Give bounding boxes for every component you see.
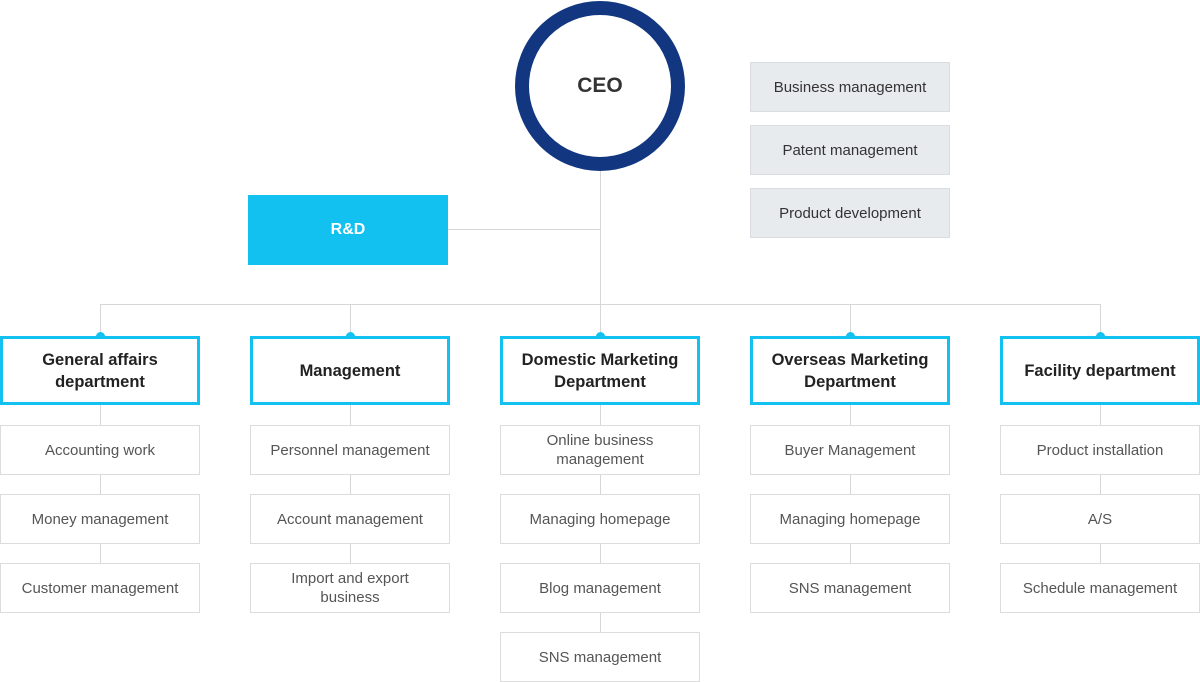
task-label: Customer management [21,579,179,597]
task-item: Money management [0,494,200,544]
ceo-node: CEO [515,1,685,171]
department-name: Domestic Marketing Department [521,350,679,391]
department-domestic-marketing: Domestic Marketing Department [500,336,700,405]
side-function-business: Business management [750,62,950,112]
side-function-label: Business management [773,78,927,96]
department-name: Management [299,361,401,380]
ceo-trunk-line [600,170,601,336]
task-column-line [850,405,851,563]
ceo-label: CEO [577,74,623,97]
task-item: Account management [250,494,450,544]
task-item: Product installation [1000,425,1200,475]
task-item: SNS management [500,632,700,682]
task-label: Product installation [1036,441,1164,459]
task-label: Managing homepage [529,510,671,528]
department-management: Management [250,336,450,405]
dept-drop-line [1100,304,1101,336]
task-item: A/S [1000,494,1200,544]
side-function-label: Product development [779,204,921,222]
task-label: Managing homepage [779,510,921,528]
task-label: Personnel management [270,441,430,459]
task-item: Buyer Management [750,425,950,475]
task-item: Schedule management [1000,563,1200,613]
task-label: Accounting work [44,441,156,459]
task-label: Money management [31,510,169,528]
task-item: SNS management [750,563,950,613]
department-name: Facility department [1024,361,1176,380]
task-label: Schedule management [1022,579,1178,597]
task-column-line [1100,405,1101,563]
side-function-label: Patent management [782,141,918,159]
rd-label: R&D [330,221,366,238]
dept-drop-line [850,304,851,336]
task-item: Managing homepage [750,494,950,544]
dept-drop-line [100,304,101,336]
task-label: A/S [1087,510,1113,528]
task-label: SNS management [788,579,912,597]
task-item: Managing homepage [500,494,700,544]
task-item: Blog management [500,563,700,613]
dept-drop-line [600,304,601,336]
rd-node: R&D [248,195,448,265]
side-function-patent: Patent management [750,125,950,175]
task-label: Import and export business [291,570,409,606]
task-label: SNS management [538,648,662,666]
task-item: Import and export business [250,563,450,613]
task-label: Buyer Management [784,441,916,459]
task-column-line [350,405,351,563]
task-item: Online business management [500,425,700,475]
department-name: General affairs department [42,350,158,391]
dept-drop-line [350,304,351,336]
department-general-affairs: General affairs department [0,336,200,405]
task-label: Blog management [539,579,661,597]
task-label: Account management [277,510,423,528]
side-function-product: Product development [750,188,950,238]
task-label: Online business management [546,432,654,468]
task-item: Customer management [0,563,200,613]
department-facility: Facility department [1000,336,1200,405]
department-overseas-marketing: Overseas Marketing Department [750,336,950,405]
department-name: Overseas Marketing Department [771,350,929,391]
task-item: Personnel management [250,425,450,475]
rd-branch-line [448,229,600,230]
task-item: Accounting work [0,425,200,475]
task-column-line [100,405,101,563]
